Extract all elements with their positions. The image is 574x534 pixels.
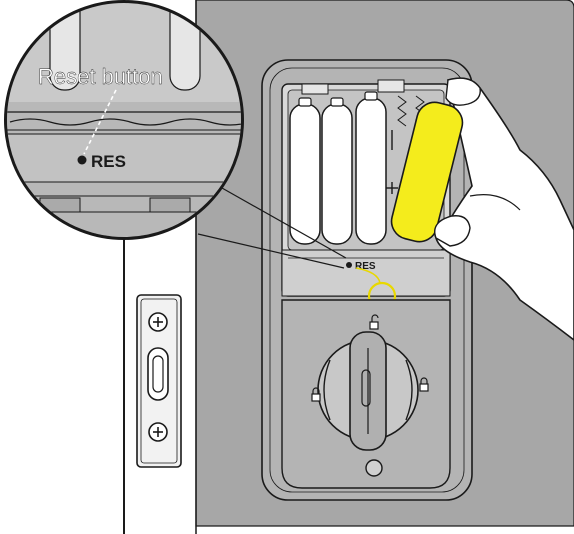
- polarity-marks: [386, 130, 398, 194]
- callout-dashed-leader: [83, 89, 117, 155]
- battery-3: [355, 91, 387, 245]
- strike-screw-bottom: [148, 422, 168, 442]
- hand-with-battery: [390, 77, 574, 342]
- panel-res-label: RES: [355, 261, 376, 272]
- battery-1: [289, 97, 321, 245]
- bottom-screw: [365, 459, 383, 477]
- lock-icon-left: [311, 387, 321, 402]
- callout-leader-top: [221, 187, 347, 259]
- lock-icon-right: [419, 377, 429, 392]
- callout-leader-bottom: [197, 233, 345, 269]
- callout-title: Reset button: [38, 64, 163, 89]
- strike-plate: [136, 294, 182, 468]
- thumb-turn[interactable]: [349, 331, 387, 451]
- unlock-icon: [369, 314, 379, 330]
- magnified-callout: RES Reset button: [4, 0, 244, 240]
- strike-screw-top: [148, 312, 168, 332]
- compartment-shelf: [281, 249, 451, 297]
- reset-button[interactable]: [346, 262, 352, 268]
- battery-2: [321, 97, 353, 245]
- callout-res-label: RES: [91, 152, 126, 171]
- reset-highlight-leader: [355, 267, 381, 284]
- callout-reset-button: [77, 155, 87, 165]
